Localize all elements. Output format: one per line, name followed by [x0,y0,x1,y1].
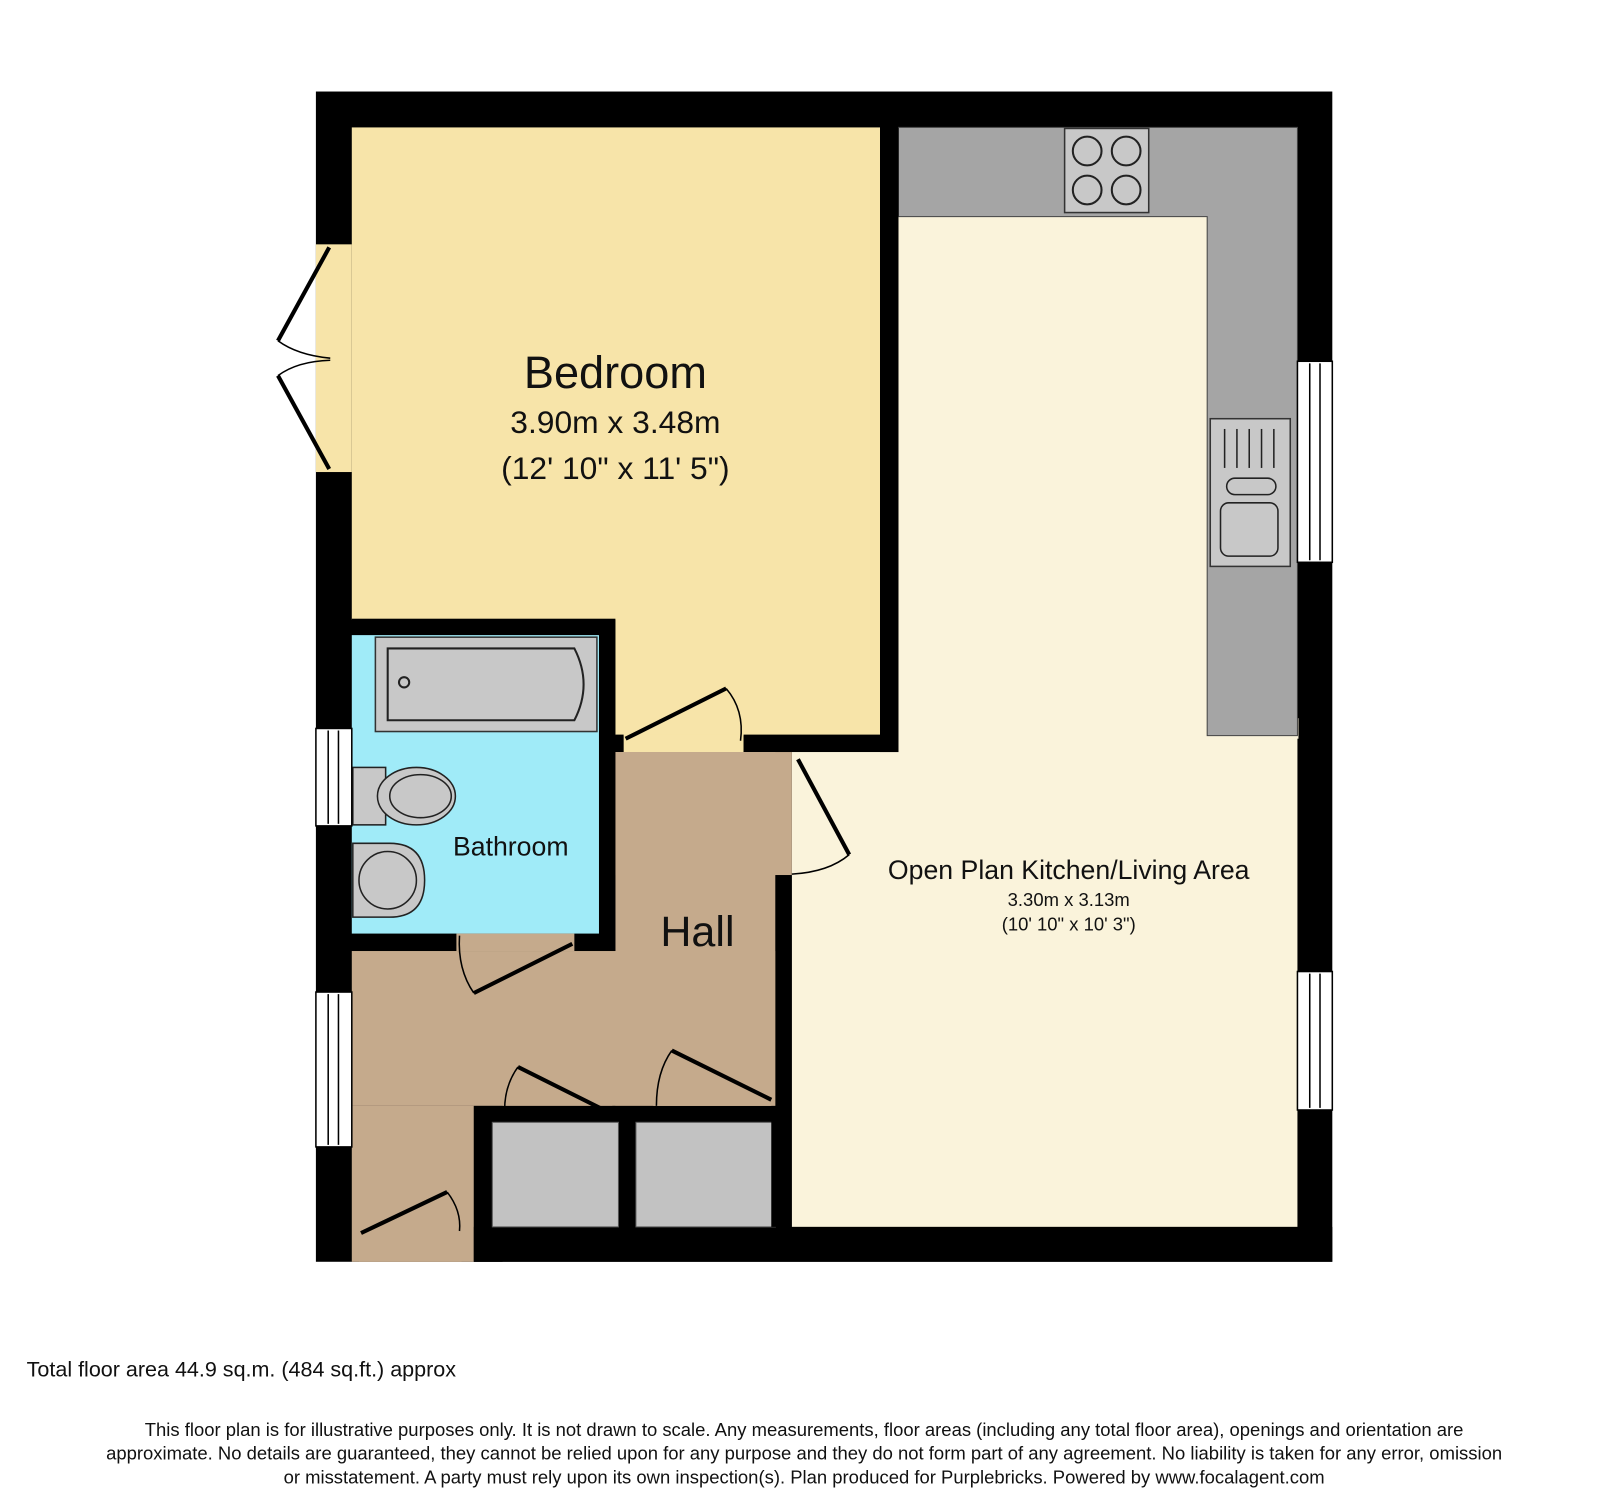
hall-label: Hall [660,908,734,956]
bedroom-metric: 3.90m x 3.48m [510,404,720,440]
living-label: Open Plan Kitchen/Living Area [888,855,1250,885]
bedroom-floor [351,127,880,754]
living-imperial: (10' 10" x 10' 3") [1002,914,1136,935]
wall [771,1105,778,1227]
sink-icon [1209,417,1292,568]
bathroom-door-gap [456,933,575,952]
window [1296,970,1334,1111]
bedroom-label: Bedroom [524,347,707,398]
cupboard [635,1121,776,1228]
hall-floor [351,752,792,1262]
window [315,991,353,1148]
cupboard [491,1121,619,1228]
disclaimer-line: approximate. No details are guaranteed, … [106,1443,1502,1464]
wall [880,127,899,753]
french-door-gap [315,244,352,473]
wall [473,1226,1333,1262]
french-door-icon [276,246,332,470]
door-swing-icon [360,686,852,1235]
bathroom-label: Bathroom [453,832,569,862]
disclaimer-line: This floor plan is for illustrative purp… [145,1419,1464,1440]
bedroom-imperial: (12' 10" x 11' 5") [501,450,729,486]
hob-icon [1063,127,1150,214]
bath-icon [374,636,598,733]
disclaimer-line: or misstatement. A party must rely upon … [284,1466,1325,1487]
wall [775,875,792,1227]
wall [615,734,624,753]
living-metric: 3.30m x 3.13m [1008,889,1130,910]
wall [743,734,899,753]
window [315,727,353,827]
total-floor-area: Total floor area 44.9 sq.m. (484 sq.ft.)… [27,1358,457,1382]
window [1296,360,1334,564]
living-floor [791,216,1299,1227]
basin-icon [352,842,426,918]
toilet-icon [352,766,457,826]
front-door-gap [358,1226,462,1262]
